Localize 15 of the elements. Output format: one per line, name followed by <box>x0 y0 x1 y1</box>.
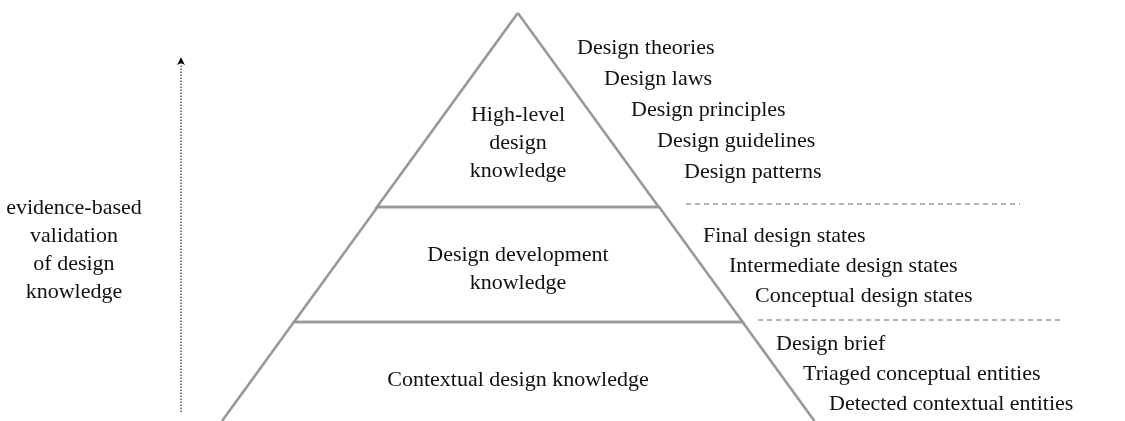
tier-label: Contextual design knowledge <box>386 365 650 393</box>
list-item: Triaged conceptual entities <box>803 360 1041 386</box>
list-item: Design patterns <box>684 158 822 184</box>
list-item: Design theories <box>577 34 715 60</box>
tier-label: High-level design knowledge <box>468 100 568 184</box>
list-item: Design brief <box>776 330 886 356</box>
axis-caption: evidence-based validation of design knowledge <box>6 193 142 305</box>
list-item: Final design states <box>703 222 866 248</box>
list-item: Detected contextual entities <box>829 390 1074 416</box>
tier-label: Design development knowledge <box>426 240 610 296</box>
list-item: Design laws <box>604 65 713 91</box>
list-item: Intermediate design states <box>729 252 958 278</box>
list-item: Design principles <box>631 96 786 122</box>
list-item: Conceptual design states <box>755 282 973 308</box>
list-item: Design guidelines <box>657 127 816 153</box>
